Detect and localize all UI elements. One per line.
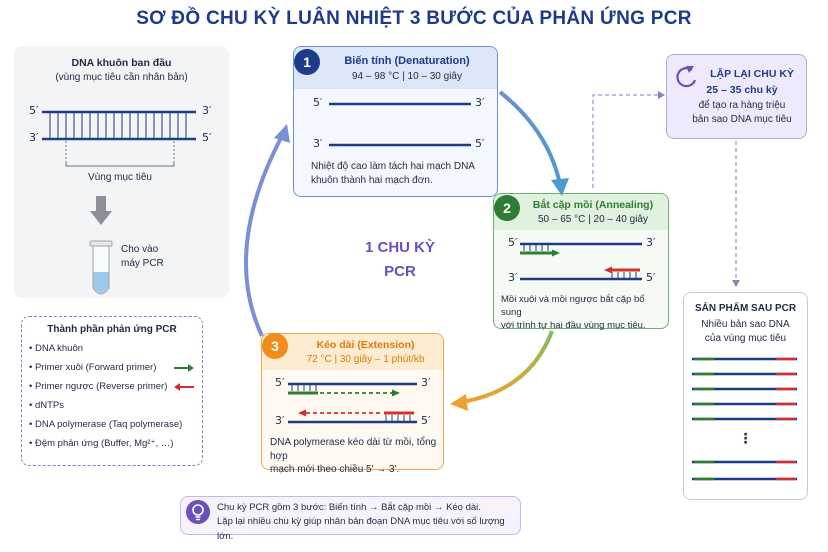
step2-header xyxy=(494,194,668,230)
step1-bottom-5-end: 5′ xyxy=(475,137,485,150)
step2-bottom-3-end: 3′ xyxy=(508,271,518,284)
components-box xyxy=(21,316,203,466)
component-item: • Primer ngược (Reverse primer) xyxy=(29,381,168,392)
step2-top-3-end: 3′ xyxy=(646,236,656,249)
product-description: Nhiều bản sao DNA của vùng mục tiêu xyxy=(683,318,808,345)
tube-label-line-1: Cho vào xyxy=(121,244,159,255)
component-item: • Đệm phản ứng (Buffer, Mg²⁺, …) xyxy=(29,438,174,449)
repeat-desc-line-2: bản sao DNA mục tiêu xyxy=(692,113,792,125)
step3-description: DNA polymerase kéo dài từ mồi, tổng hợp … xyxy=(270,436,442,477)
lightbulb-icon xyxy=(186,500,210,524)
template-top-3-end: 3′ xyxy=(202,104,212,117)
repeat-title: LẶP LẠI CHU KỲ xyxy=(710,68,794,80)
page-title: SƠ ĐỒ CHU KỲ LUÂN NHIỆT 3 BƯỚC CỦA PHẢN … xyxy=(136,8,692,29)
step3-header xyxy=(262,334,443,370)
step1-number-badge: 1 xyxy=(294,49,320,75)
summary-note-line-2: Lặp lại nhiều chu kỳ giúp nhân bản đoạn … xyxy=(217,516,505,542)
template-bottom-3-end: 3′ xyxy=(29,131,39,144)
summary-note-line-1: Chu kỳ PCR gồm 3 bước: Biến tính → Bắt c… xyxy=(217,502,481,513)
tube-label-line-2: máy PCR xyxy=(121,257,164,269)
component-item: • dNTPs xyxy=(29,400,65,411)
template-bottom-5-end: 5′ xyxy=(202,131,212,144)
summary-note xyxy=(180,496,521,535)
template-top-5-end: 5′ xyxy=(29,104,39,117)
step2-conditions: 50 – 65 °C | 20 – 40 giây xyxy=(537,214,648,225)
step3-top-5-end: 5′ xyxy=(275,376,285,389)
template-dna-subtitle: (vùng mục tiêu cần nhân bản) xyxy=(55,72,188,83)
product-desc-line-1: Nhiều bản sao DNA xyxy=(701,319,790,330)
step2-top-5-end: 5′ xyxy=(508,236,518,249)
product-desc-line-2: của vùng mục tiêu xyxy=(704,332,787,344)
cycle-center-label: 1 CHU KỲ PCR xyxy=(345,236,455,284)
template-dna-panel xyxy=(14,46,229,298)
step3-conditions: 72 °C | 30 giây – 1 phút/kb xyxy=(306,354,425,365)
step3-bottom-3-end: 3′ xyxy=(275,414,285,427)
step1-desc-line-2: khuôn thành hai mạch đơn. xyxy=(311,174,433,186)
component-item: • DNA polymerase (Taq polymerase) xyxy=(29,419,183,430)
components-title: Thành phần phản ứng PCR xyxy=(47,324,177,335)
step2-bottom-5-end: 5′ xyxy=(646,271,656,284)
step1-top-3-end: 3′ xyxy=(475,96,485,109)
step1-description: Nhiệt độ cao làm tách hai mạch DNA khuôn… xyxy=(311,160,496,187)
step3-top-3-end: 3′ xyxy=(421,376,431,389)
repeat-count: 25 – 35 chu kỳ xyxy=(706,84,778,96)
step3-desc-line-1: DNA polymerase kéo dài từ mồi, tổng hợp xyxy=(270,437,437,462)
step1-header xyxy=(294,47,497,89)
step3-number-badge: 3 xyxy=(262,333,288,359)
step1-title: Biến tính (Denaturation) xyxy=(344,55,470,67)
target-region-label: Vùng mục tiêu xyxy=(88,172,152,183)
step3-desc-line-2: mạch mới theo chiều 5′ → 3′. xyxy=(270,464,400,475)
step1-bottom-3-end: 3′ xyxy=(313,137,323,150)
step1-top-5-end: 5′ xyxy=(313,96,323,109)
cycle-center-line-2: PCR xyxy=(384,263,416,280)
tube-label: Cho vào máy PCR xyxy=(121,243,164,270)
product-ellipsis: ⋮ xyxy=(738,431,753,447)
repeat-description: để tạo ra hàng triệu bản sao DNA mục tiê… xyxy=(680,99,804,126)
step1-conditions: 94 – 98 °C | 10 – 30 giây xyxy=(351,71,462,82)
pcr-product-box xyxy=(683,292,808,500)
step2-desc-line-1: Mồi xuôi và mồi ngược bắt cặp bổ sung xyxy=(501,294,645,318)
cycle-center-line-1: 1 CHU KỲ xyxy=(364,239,435,256)
step2-number-badge: 2 xyxy=(494,195,520,221)
product-title: SẢN PHẨM SAU PCR xyxy=(694,303,797,314)
step1-desc-line-1: Nhiệt độ cao làm tách hai mạch DNA xyxy=(311,161,475,172)
summary-note-text: Chu kỳ PCR gồm 3 bước: Biến tính → Bắt c… xyxy=(217,501,519,544)
step3-title: Kéo dài (Extension) xyxy=(316,339,415,351)
component-item: • Primer xuôi (Forward primer) xyxy=(29,362,157,373)
step3-bottom-5-end: 5′ xyxy=(421,414,431,427)
template-dna-title: DNA khuôn ban đầu xyxy=(71,57,172,69)
component-item: • DNA khuôn xyxy=(29,343,84,354)
step2-title: Bắt cặp mồi (Annealing) xyxy=(532,199,654,211)
step2-desc-line-2: với trình tự hai đầu vùng mục tiêu. xyxy=(501,319,646,331)
step2-description: Mồi xuôi và mồi ngược bắt cặp bổ sung vớ… xyxy=(501,294,666,332)
repeat-desc-line-1: để tạo ra hàng triệu xyxy=(698,100,786,111)
